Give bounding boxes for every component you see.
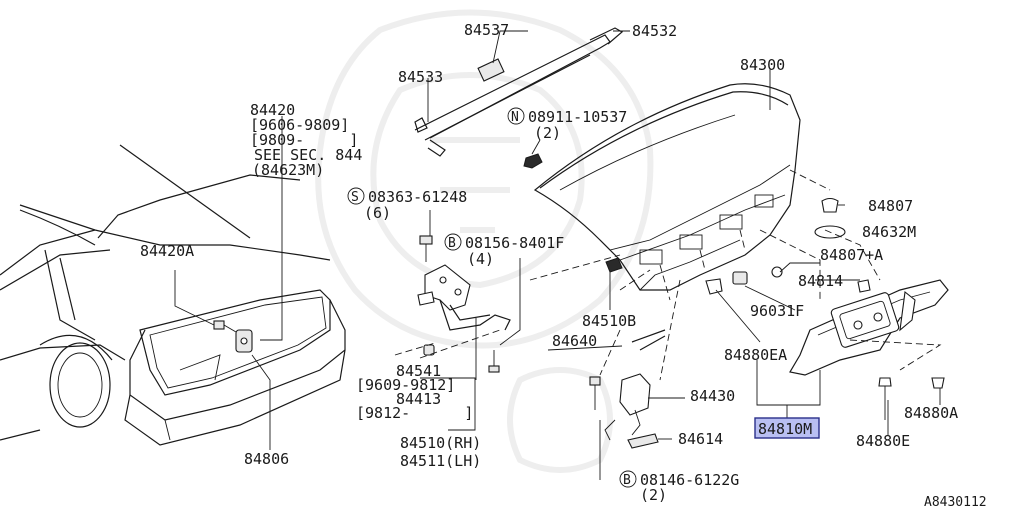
callout-84640: 84640 xyxy=(552,332,597,350)
callout-84420-range-1: [9606-9809] xyxy=(250,116,349,134)
callout-84510rh: 84510(RH) xyxy=(400,434,481,452)
callout-84532: 84532 xyxy=(632,22,677,40)
callout-84814: 84814 xyxy=(798,272,843,290)
callout-84511lh: 84511(LH) xyxy=(400,452,481,470)
callout-84420-range-2: [9809- ] xyxy=(250,131,358,149)
callout-84541: 84541 xyxy=(396,362,441,380)
callout-screw-spec: 08363-61248 xyxy=(368,188,467,206)
leader-lines xyxy=(174,30,942,480)
license-lamp-finisher xyxy=(789,279,949,376)
callout-84420a: 84420A xyxy=(140,242,194,260)
callout-84300: 84300 xyxy=(740,56,785,74)
callout-84810m: 84810M xyxy=(758,420,812,438)
diagram-id: A8430112 xyxy=(924,495,987,510)
bolt1-spec-symbol xyxy=(444,233,462,251)
callout-84510b: 84510B xyxy=(582,312,636,330)
callout-84430: 84430 xyxy=(690,387,735,405)
trunk-torsion-bars xyxy=(414,27,624,157)
callout-labels: 84537 84532 84533 84300 N 08911-10537 (2… xyxy=(140,21,987,510)
callout-96031f: 96031F xyxy=(750,302,804,320)
callout-bolt2-spec: 08146-6122G xyxy=(640,471,739,489)
callout-bolt1-qty: (4) xyxy=(467,250,494,268)
callout-84614: 84614 xyxy=(678,430,723,448)
bolt1-spec-code: B xyxy=(448,236,456,251)
callout-84807: 84807 xyxy=(868,197,913,215)
highlight-84810m xyxy=(754,417,820,439)
car-body-illustration xyxy=(0,144,346,446)
callout-84632m: 84632M xyxy=(862,223,916,241)
trunk-lid xyxy=(533,83,801,301)
screw-spec-code: S xyxy=(351,190,359,205)
callout-84541-range: [9609-9812] xyxy=(356,376,455,394)
fasteners xyxy=(419,153,945,420)
callout-84880ea: 84880EA xyxy=(724,346,787,364)
callout-84533: 84533 xyxy=(398,68,443,86)
callout-bolt1-spec: 08156-8401F xyxy=(465,234,564,252)
nut-spec-symbol xyxy=(507,107,525,125)
callout-84880e: 84880E xyxy=(856,432,910,450)
callout-84537: 84537 xyxy=(464,21,509,39)
nut-spec-code: N xyxy=(511,110,519,125)
callout-84880a: 84880A xyxy=(904,404,958,422)
bolt2-spec-symbol xyxy=(619,470,637,488)
screw-spec-symbol xyxy=(347,187,365,205)
callout-bolt2-qty: (2) xyxy=(640,486,667,504)
callout-nut-spec: 08911-10537 xyxy=(528,108,627,126)
trunk-hinge xyxy=(417,264,511,331)
callout-84420: 84420 xyxy=(250,101,295,119)
callout-84806: 84806 xyxy=(244,450,289,468)
callout-84807a: 84807+A xyxy=(820,246,883,264)
callout-84413: 84413 xyxy=(396,390,441,408)
callout-84420-ref: (84623M) xyxy=(252,161,324,179)
callout-84420-see-section: SEE SEC. 844 xyxy=(254,146,362,164)
trunk-lock xyxy=(604,329,666,449)
callout-nut-qty: (2) xyxy=(534,124,561,142)
bolt2-spec-code: B xyxy=(623,473,631,488)
callout-screw-qty: (6) xyxy=(364,204,391,222)
callout-84413-range: [9812- ] xyxy=(356,404,473,422)
